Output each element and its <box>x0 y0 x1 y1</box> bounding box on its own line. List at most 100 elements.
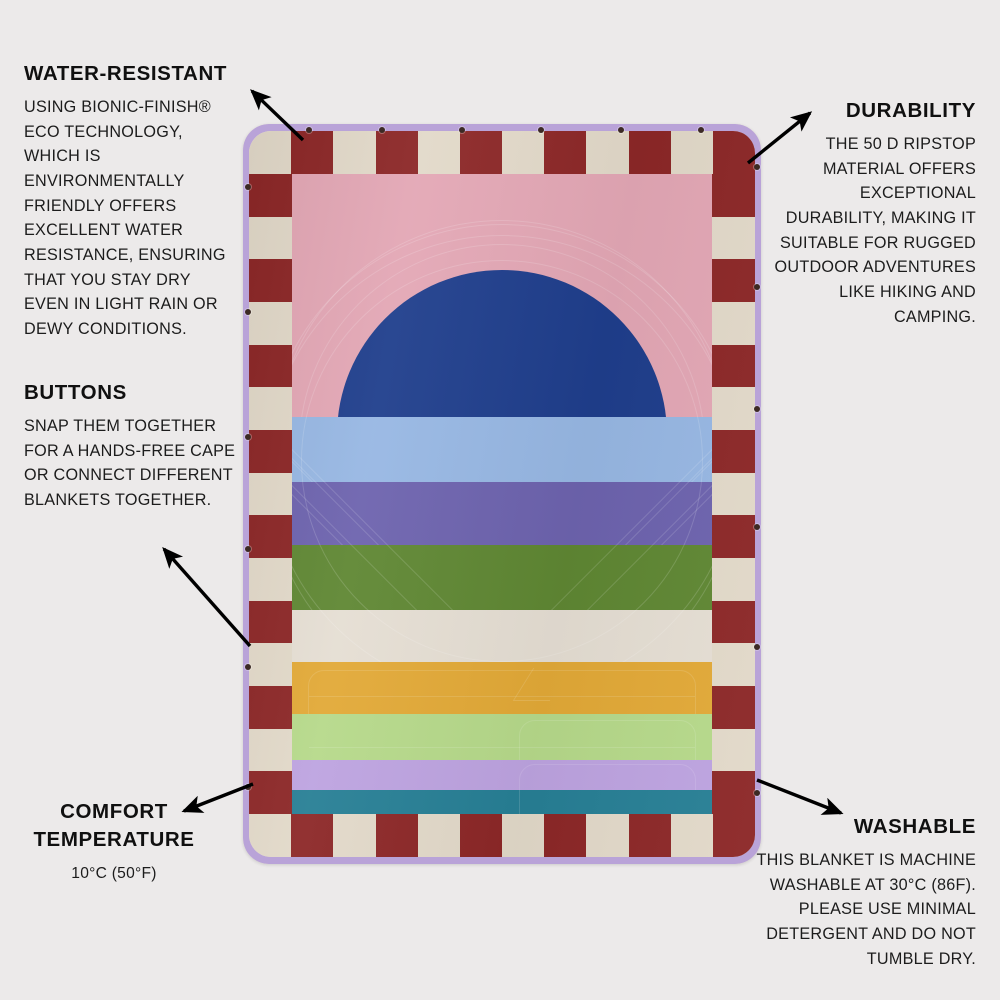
checker-square <box>417 814 460 857</box>
checker-square <box>712 430 755 473</box>
checker-square <box>333 814 376 857</box>
stripe-light-blue <box>292 246 712 709</box>
quilt-stitch-line <box>308 695 696 697</box>
checker-square <box>712 259 755 303</box>
checker-square <box>544 814 587 857</box>
checker-square <box>249 259 292 303</box>
snap-button[interactable] <box>244 184 251 190</box>
checker-square <box>712 131 755 174</box>
checker-square <box>712 771 755 815</box>
callout-buttons: BUTTONS SNAP THEM TOGETHER FOR A HANDS-F… <box>24 381 236 513</box>
checker-square <box>249 472 292 516</box>
callout-heading: COMFORT TEMPERATURE <box>33 800 195 851</box>
checker-border-right <box>712 174 755 815</box>
checker-square <box>249 558 292 601</box>
checker-square <box>249 600 292 644</box>
callout-water-resistant: WATER-RESISTANT USING BIONIC-FINISH® ECO… <box>24 62 240 341</box>
checker-border-bottom <box>249 814 755 857</box>
checker-square <box>249 430 292 473</box>
snap-button[interactable] <box>244 664 251 670</box>
snap-button[interactable] <box>753 524 760 530</box>
checker-square <box>712 728 755 772</box>
snap-button[interactable] <box>698 126 704 133</box>
snap-button[interactable] <box>753 644 760 650</box>
checker-square <box>628 131 671 174</box>
checker-square <box>628 814 671 857</box>
blanket-quilt-face <box>249 131 755 857</box>
callout-washable: WASHABLE THIS BLANKET IS MACHINE WASHABL… <box>736 815 976 971</box>
snap-button[interactable] <box>244 546 251 552</box>
checker-square <box>249 344 292 388</box>
stripe-amber <box>292 661 712 792</box>
quilt-stitch-diagonal <box>512 667 571 701</box>
callout-heading: WASHABLE <box>853 815 976 838</box>
checker-square <box>670 131 713 174</box>
checker-square <box>249 814 292 857</box>
checker-square <box>249 515 292 559</box>
checker-square <box>459 131 503 174</box>
checker-square <box>249 216 292 260</box>
stripe-green <box>292 234 712 708</box>
snap-button[interactable] <box>753 284 760 290</box>
snap-button[interactable] <box>618 126 624 133</box>
checker-square <box>375 814 418 857</box>
checker-square <box>712 174 755 217</box>
quilt-stitch-line <box>308 747 696 749</box>
snap-button[interactable] <box>244 434 251 440</box>
callout-body: USING BIONIC-FINISH® ECO TECHNOLOGY, WHI… <box>24 98 226 338</box>
checker-square <box>249 174 292 217</box>
stripe-field <box>292 174 712 814</box>
snap-button[interactable] <box>753 790 760 796</box>
checker-border-left <box>249 174 292 815</box>
checker-square <box>712 302 755 345</box>
callout-body: THIS BLANKET IS MACHINE WASHABLE AT 30°C… <box>756 851 976 968</box>
checker-square <box>586 814 629 857</box>
snap-button[interactable] <box>459 126 465 133</box>
snap-button[interactable] <box>306 126 312 133</box>
checker-square <box>544 131 587 174</box>
arrow-to-buttons <box>162 546 252 648</box>
callout-body: 10°C (50°F) <box>71 865 157 883</box>
snap-button[interactable] <box>379 126 385 133</box>
checker-square <box>249 771 292 815</box>
blanket-illustration <box>243 124 761 864</box>
checker-square <box>712 814 755 857</box>
stripe-light-green <box>292 714 712 814</box>
blanket-body <box>243 124 761 864</box>
stripe-lavender <box>292 760 712 814</box>
checker-square <box>459 814 503 857</box>
stripe-teal <box>292 790 712 814</box>
checker-square <box>249 387 292 431</box>
checker-square <box>712 558 755 601</box>
checker-square <box>333 131 376 174</box>
checker-square <box>249 686 292 729</box>
checker-border-top <box>249 131 755 174</box>
callout-heading: DURABILITY <box>845 99 976 122</box>
snap-button[interactable] <box>244 309 251 315</box>
snap-button[interactable] <box>753 406 760 412</box>
snap-button[interactable] <box>538 126 544 133</box>
callout-body: SNAP THEM TOGETHER FOR A HANDS-FREE CAPE… <box>24 417 236 510</box>
checker-square <box>249 728 292 772</box>
checker-square <box>712 600 755 644</box>
stripe-pink <box>292 174 712 706</box>
quilt-stitch-vertical <box>518 790 520 814</box>
checker-square <box>249 131 292 174</box>
snap-button[interactable] <box>753 164 760 170</box>
callout-durability: DURABILITY THE 50 D RIPSTOP MATERIAL OFF… <box>762 99 976 329</box>
arrow-to-washable <box>756 778 844 815</box>
checker-square <box>502 814 545 857</box>
checker-square <box>291 131 334 174</box>
checker-square <box>375 131 418 174</box>
checker-square <box>417 131 460 174</box>
checker-square <box>712 472 755 516</box>
stripe-purple <box>292 244 712 706</box>
stripe-cream <box>292 224 712 697</box>
callout-heading: BUTTONS <box>24 381 127 404</box>
checker-square <box>712 515 755 559</box>
snap-button[interactable] <box>244 784 251 790</box>
checker-square <box>586 131 629 174</box>
checker-square <box>712 643 755 687</box>
checker-square <box>712 344 755 388</box>
